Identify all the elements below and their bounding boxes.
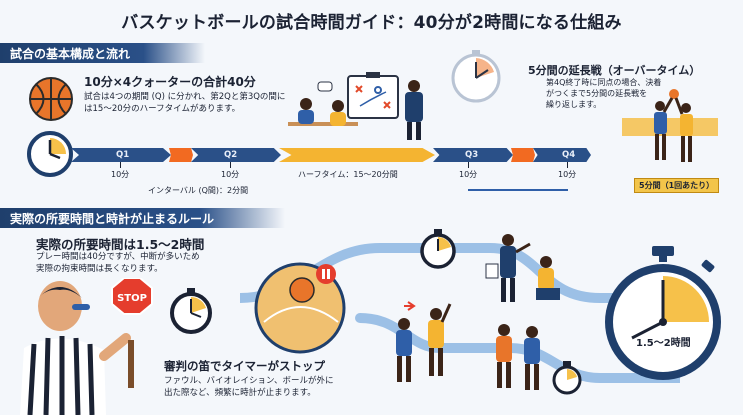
players-reaching-illustration: [496, 324, 540, 390]
stopwatch-icon: [451, 50, 501, 103]
section-banner-actual-time: 実際の所要時間と時計が止まるルール: [0, 208, 285, 228]
timeline-label-q2: Q2: [224, 150, 238, 160]
basic-structure-note-line: 試合は4つの期間 (Q) に分かれ、第2Qと第3Qの間に: [84, 92, 286, 102]
stop-sign-text: STOP: [117, 293, 147, 304]
actual-time-note: プレー時間は40分ですが、中断が多いため 実際の拘束時間は長くなります。: [36, 251, 200, 275]
timeline-interval-label: インターバル (Q間)：2分間: [148, 186, 249, 195]
basketball-icon: [29, 77, 73, 121]
whistle-note-line: ファウル、バイオレイション、ボールが外に: [164, 376, 334, 386]
actual-time-note-line: 実際の拘束時間は長くなります。: [36, 264, 163, 274]
timeline-label-q3: Q3: [465, 150, 479, 160]
whistle-note-line: 出た際など、頻繁に時計が止まります。: [164, 388, 316, 398]
overtime-duration-label: 5分間（1回あたり）: [634, 178, 720, 193]
timeline-label-q4: Q4: [562, 150, 576, 160]
whistle-heading: 審判の笛でタイマーがストップ: [164, 359, 325, 373]
stopwatch-icon: [552, 361, 582, 395]
basic-structure-note: 試合は4つの期間 (Q) に分かれ、第2Qと第3Qの間に は15〜20分のハーフ…: [84, 91, 285, 115]
section-banner-basic-structure: 試合の基本構成と流れ: [0, 43, 205, 63]
game-timeline: [71, 148, 591, 162]
timeline-segment-interval: [511, 148, 535, 162]
section-banner-label: 試合の基本構成と流れ: [10, 46, 131, 61]
large-stopwatch-icon: [605, 246, 721, 380]
timeline-minutes-q3: 10分: [459, 170, 478, 179]
timeline-minutes-q4: 10分: [558, 170, 577, 179]
overtime-players-illustration: [622, 89, 718, 162]
timeline-segment-q2: [191, 148, 281, 162]
court-ball-illustration: [254, 262, 346, 354]
coach-player-illustration: [485, 234, 560, 302]
coach-whiteboard-illustration: [288, 72, 423, 140]
timeline-segment-q1: [71, 148, 171, 162]
actual-time-heading: 実際の所要時間は1.5〜2時間: [36, 237, 205, 252]
timeline-minutes-q2: 10分: [221, 170, 240, 179]
page-title: バスケットボールの試合時間ガイド：40分が2時間になる仕組み: [121, 13, 622, 33]
overtime-note-line: 繰り返します。: [546, 100, 602, 109]
basic-structure-heading: 10分×4クォーターの合計40分: [84, 75, 256, 89]
overtime-note-line: 第4Q終了時に同点の場合、決着: [546, 78, 662, 87]
final-duration-label: 1.5〜2時間: [636, 338, 691, 349]
timeline-halftime-label: ハーフタイム：15〜20分間: [298, 170, 398, 179]
stopwatch-icon: [170, 288, 212, 334]
actual-time-note-line: プレー時間は40分ですが、中断が多いため: [36, 252, 200, 262]
referee-illustration: STOP: [20, 278, 153, 415]
basic-structure-note-line: は15〜20分のハーフタイムがあります。: [84, 104, 241, 114]
overtime-note-line: がつくまで5分間の延長戦を: [546, 89, 648, 98]
timeline-segment-q3: [433, 148, 513, 162]
overtime-heading: 5分間の延長戦（オーバータイム）: [528, 64, 701, 77]
timeline-minutes-q1: 10分: [111, 170, 130, 179]
section-banner-label: 実際の所要時間と時計が止まるルール: [10, 211, 215, 226]
stopwatch-icon: [420, 229, 456, 269]
timeline-segment-interval: [169, 148, 193, 162]
timeline-segment-halftime: [279, 148, 435, 162]
clock-icon: [27, 131, 73, 177]
players-arguing-illustration: [396, 301, 452, 382]
timeline-segment-q4: [533, 148, 591, 162]
overtime-note: 第4Q終了時に同点の場合、決着 がつくまで5分間の延長戦を 繰り返します。: [546, 77, 661, 110]
timeline-label-q1: Q1: [116, 150, 130, 160]
whistle-note: ファウル、バイオレイション、ボールが外に 出た際など、頻繁に時計が止まります。: [164, 375, 334, 399]
